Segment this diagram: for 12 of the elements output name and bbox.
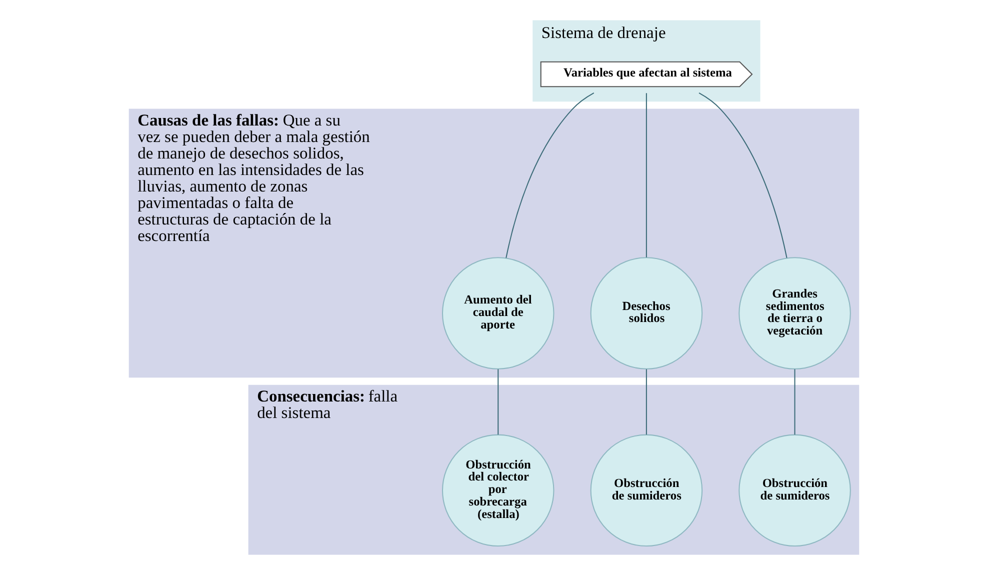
node-circle: Aumento del caudal de aporte bbox=[442, 257, 554, 370]
connector bbox=[794, 369, 796, 435]
connector bbox=[698, 92, 788, 258]
node-circle: Desechos solidos bbox=[590, 257, 703, 370]
connector bbox=[646, 93, 647, 258]
connector bbox=[506, 92, 594, 258]
node-circle: Obstrucción de sumideros bbox=[590, 434, 703, 547]
connector bbox=[646, 369, 647, 435]
node-circle: Obstrucción del colector por sobrecarga (estalla) bbox=[442, 434, 554, 547]
connector bbox=[498, 369, 499, 435]
node-circle: Grandes sedimentos de tierra o vegetación bbox=[738, 257, 851, 370]
node-circle: Obstrucción de sumideros bbox=[738, 434, 851, 547]
